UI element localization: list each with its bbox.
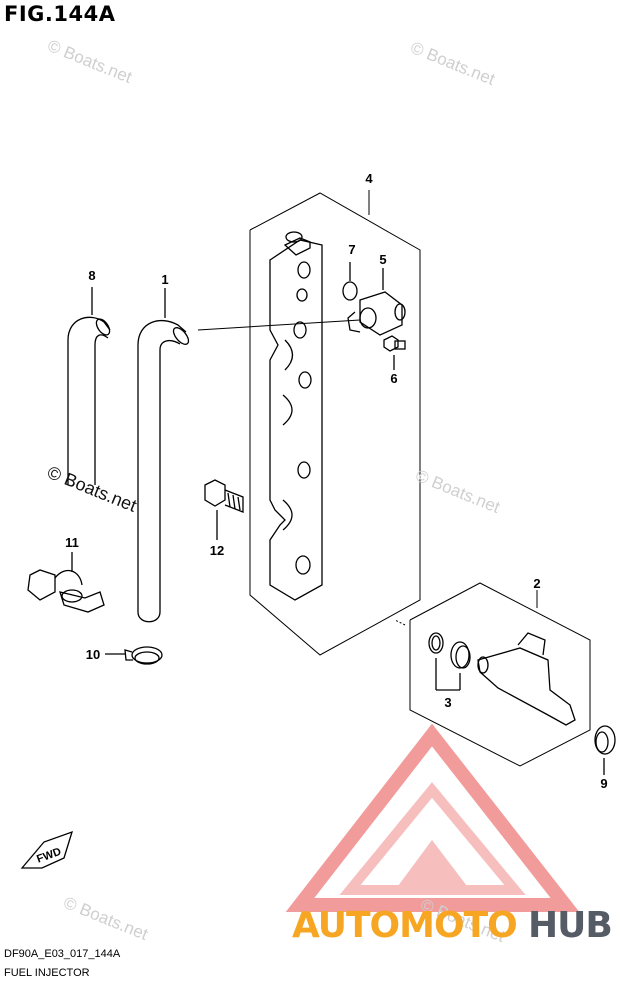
fwd-arrow: FWD: [20, 830, 74, 869]
callout-12: 12: [210, 543, 224, 558]
model-code: DF90A_E03_017_144A: [4, 948, 121, 960]
pressure-sensor-part-5: [347, 268, 406, 336]
callout-1: 1: [161, 272, 168, 287]
callout-4: 4: [365, 171, 373, 186]
o-ring-part-7: [342, 262, 358, 301]
brand-text-hub: HUB: [528, 905, 613, 946]
callout-3: 3: [444, 695, 451, 710]
fuel-rail-box: [249, 190, 421, 656]
hose-part-1: [137, 288, 190, 623]
callout-10: 10: [86, 647, 100, 662]
callout-6: 6: [390, 371, 397, 386]
o-ring-part-9: [594, 725, 616, 775]
injector-part-2: [428, 632, 576, 726]
callout-7: 7: [348, 242, 355, 257]
callout-9: 9: [600, 776, 607, 791]
figure-title: FIG.144A: [4, 2, 116, 26]
clip-part-11: [27, 552, 105, 613]
hose-part-8: [67, 287, 111, 485]
brand-logo-triangle: [285, 723, 580, 912]
bolt-part-12: [204, 479, 244, 540]
callout-8: 8: [88, 268, 95, 283]
injector-box: [394, 582, 591, 767]
clamp-part-10: [105, 646, 163, 665]
section-name: FUEL INJECTOR: [4, 967, 90, 979]
leader-hose-1: [197, 319, 361, 331]
bolt-part-6: [383, 335, 406, 370]
fuel-rail: [269, 231, 323, 601]
callout-2: 2: [533, 576, 540, 591]
callout-5: 5: [379, 252, 386, 267]
brand-text-automoto: AUTOMOTO: [292, 905, 518, 946]
callout-11: 11: [65, 535, 79, 550]
